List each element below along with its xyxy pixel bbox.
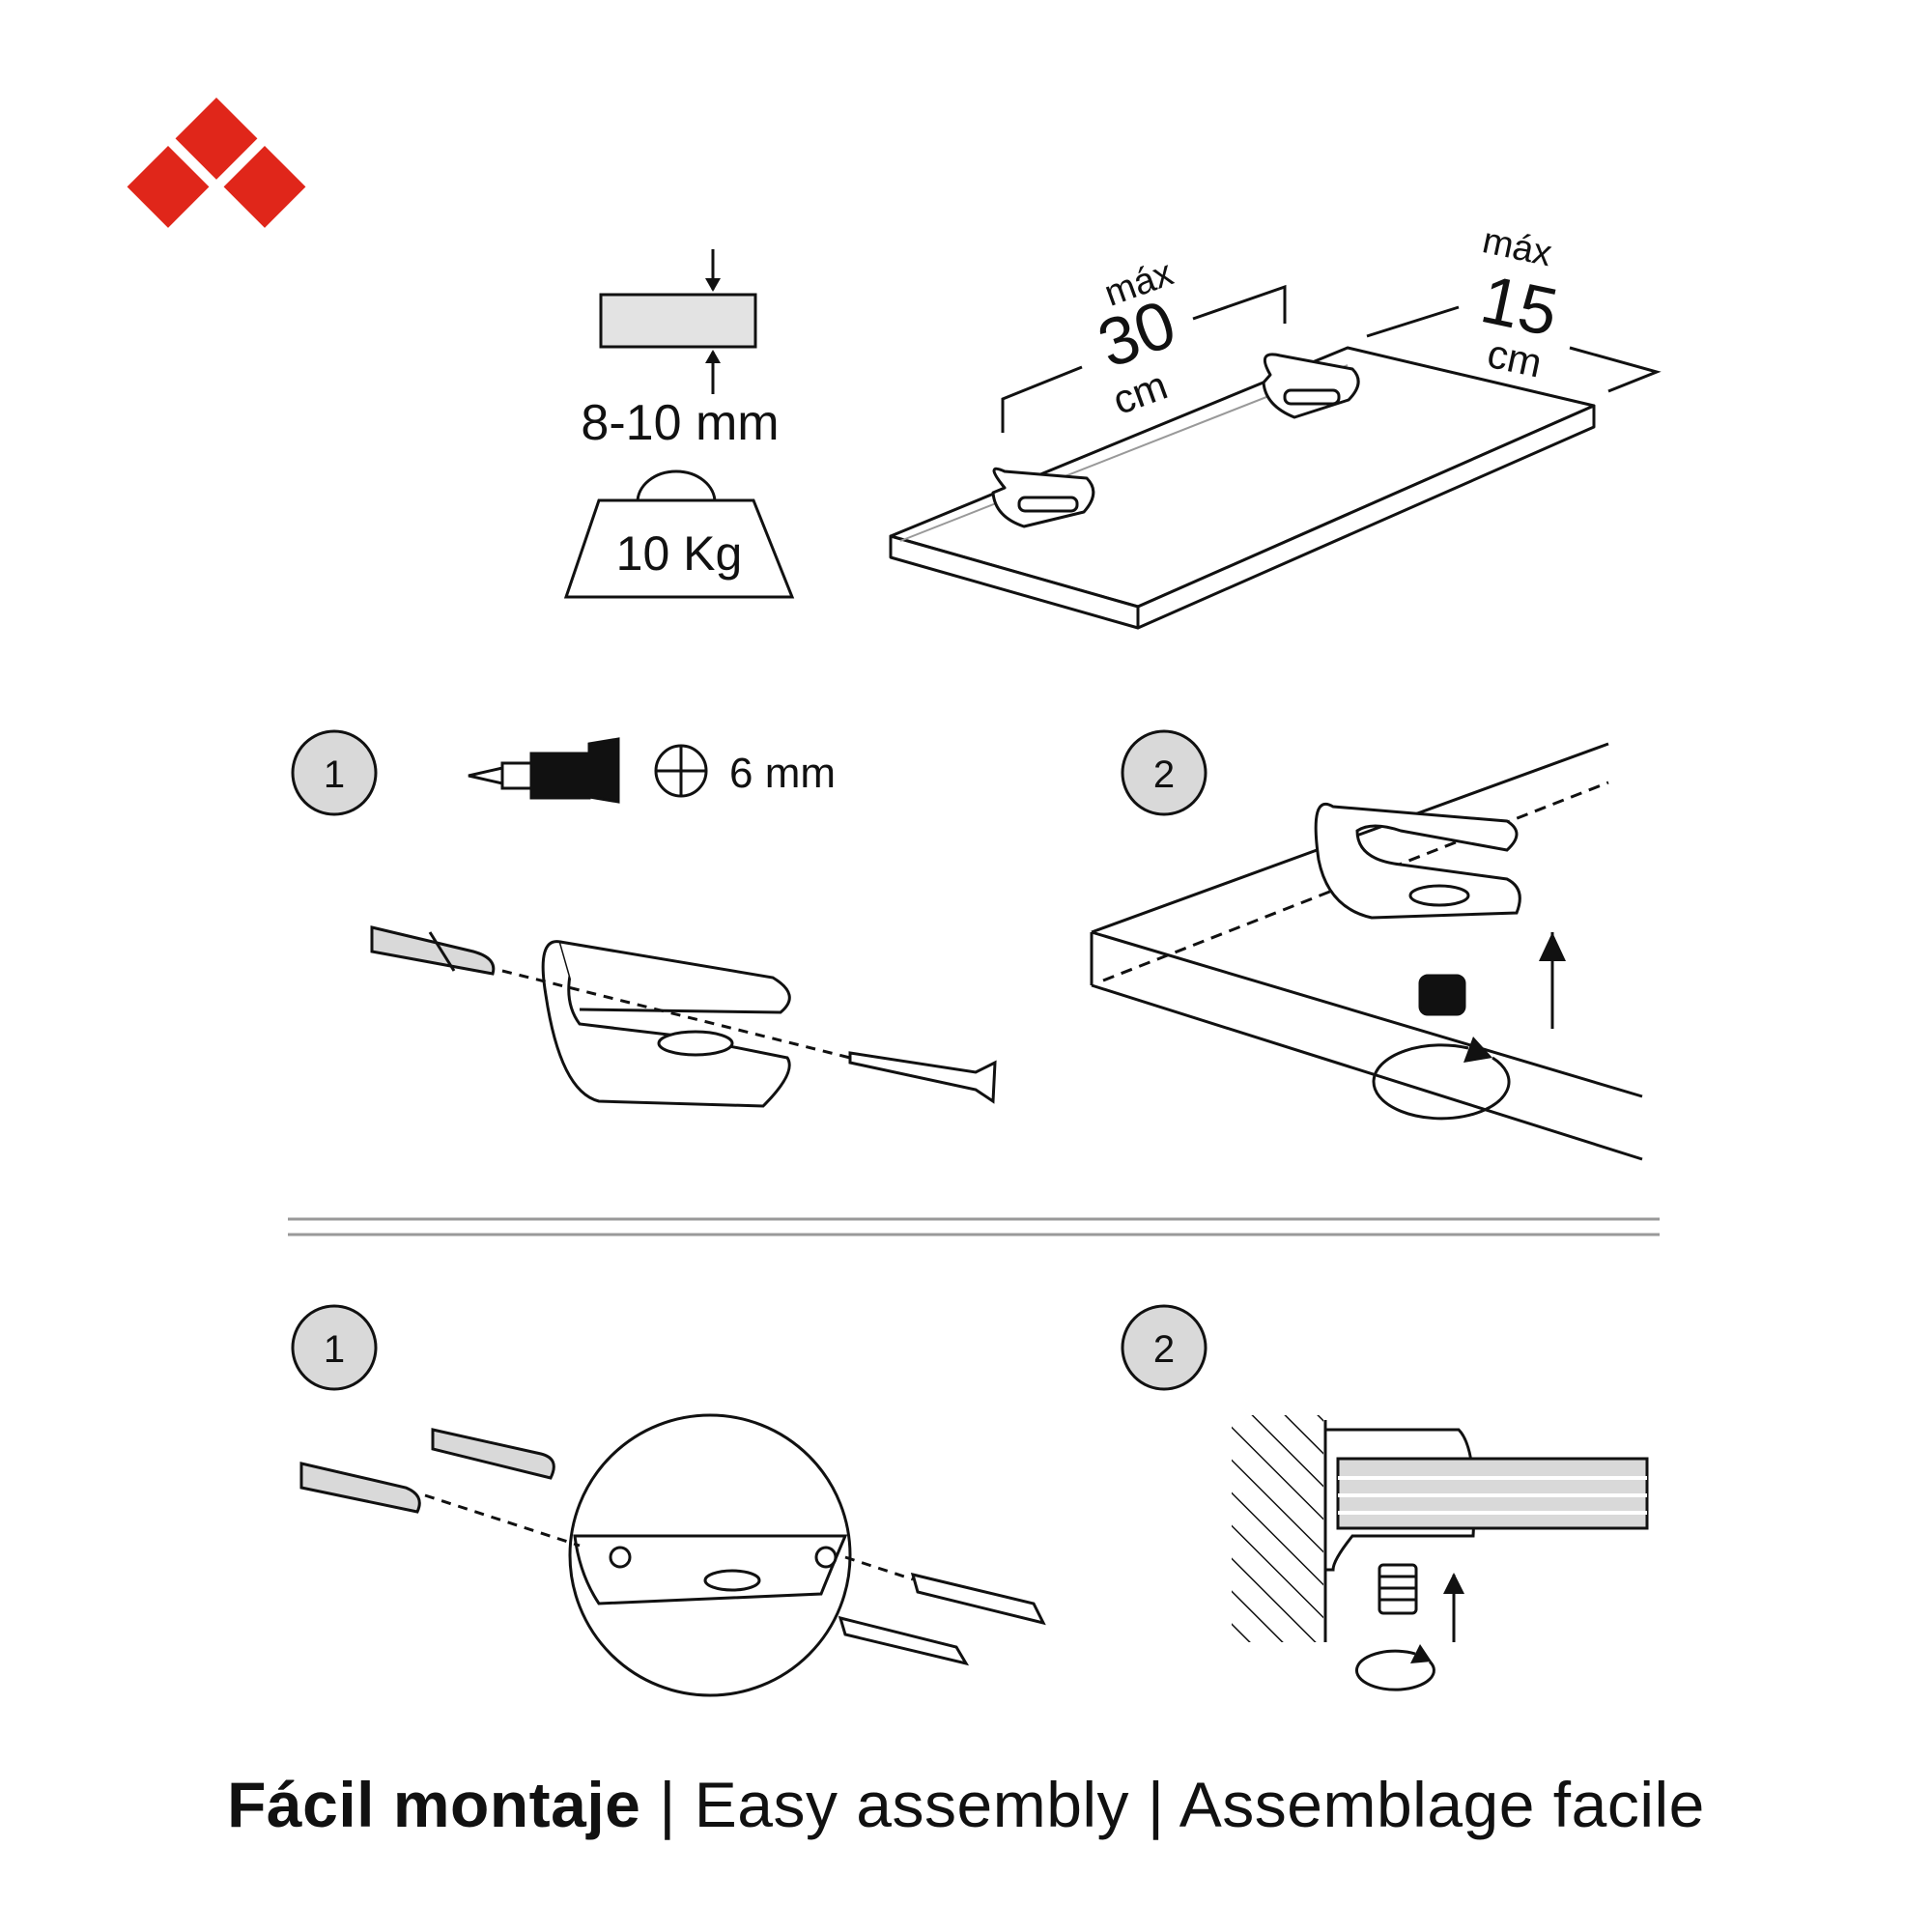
weight-icon <box>563 469 795 599</box>
footer-title: Fácil montaje | Easy assembly | Assembla… <box>0 1768 1932 1841</box>
footer-title-es: Fácil montaje <box>227 1769 641 1840</box>
brand-logo <box>127 98 306 228</box>
bottom-step2-detail <box>1232 1415 1649 1691</box>
depth-unit: cm <box>1484 330 1547 386</box>
drill-size-label: 6 mm <box>729 750 836 797</box>
top-step1-number: 1 <box>324 753 345 796</box>
bottom-step1-parts <box>299 1413 1046 1697</box>
thickness-icon <box>599 249 757 394</box>
top-step1-badge: 1 <box>291 729 378 816</box>
top-step2-number: 2 <box>1153 753 1175 796</box>
footer-title-en: Easy assembly <box>694 1769 1130 1840</box>
weight-label: 10 Kg <box>616 526 743 581</box>
bottom-step1-badge: 1 <box>291 1304 378 1391</box>
thickness-label: 8-10 mm <box>581 395 779 451</box>
bottom-step2-number: 2 <box>1153 1328 1175 1371</box>
dimension-lines <box>1001 284 1662 433</box>
shelf-diagram <box>889 346 1596 630</box>
top-step1-parts <box>370 925 997 1108</box>
footer-separator-1: | <box>659 1769 676 1840</box>
drill-bit-size-icon <box>654 744 708 798</box>
drill-icon <box>468 737 620 804</box>
top-step2-badge: 2 <box>1121 729 1208 816</box>
top-step2-shelf <box>1090 742 1643 1161</box>
footer-title-fr: Assemblage facile <box>1179 1769 1705 1840</box>
footer-separator-2: | <box>1147 1769 1165 1840</box>
bottom-step1-number: 1 <box>324 1328 345 1371</box>
spacing-value: 30 <box>1089 285 1185 382</box>
depth-value: 15 <box>1475 261 1564 350</box>
bottom-step2-badge: 2 <box>1121 1304 1208 1391</box>
